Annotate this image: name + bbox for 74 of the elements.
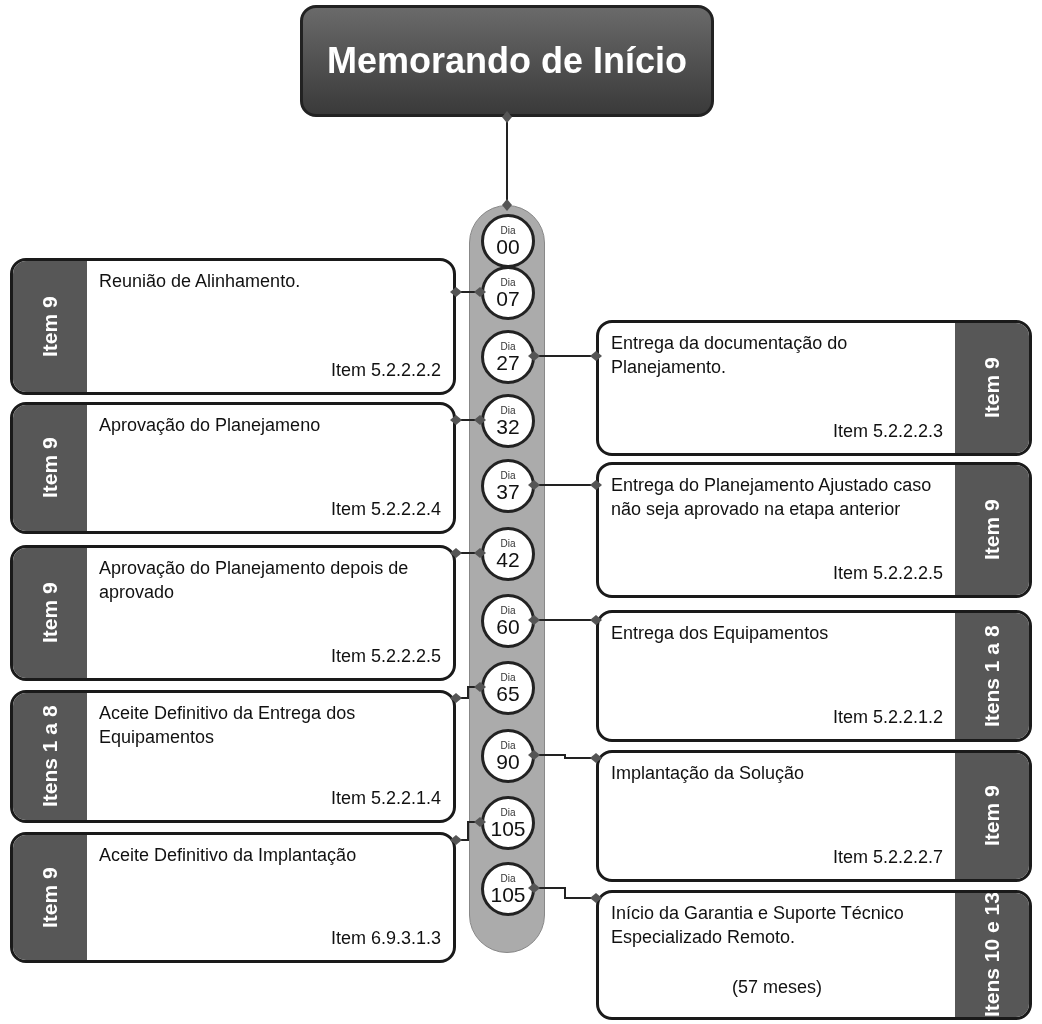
milestone-title: Aceite Definitivo da Implantação xyxy=(99,844,358,867)
day-label: Dia xyxy=(500,470,516,481)
day-label: Dia xyxy=(500,740,516,751)
connector-line xyxy=(528,615,602,625)
connector-line xyxy=(528,883,602,903)
day-number: 60 xyxy=(496,615,520,637)
day-number: 105 xyxy=(490,817,526,839)
milestone-card xyxy=(10,690,456,823)
item-tab: Item 9 xyxy=(955,465,1029,595)
item-reference: Item 5.2.2.2.2 xyxy=(330,359,441,382)
day-label: Dia xyxy=(500,405,516,416)
milestone-card xyxy=(596,320,1032,456)
connector-line xyxy=(528,480,602,490)
milestone-title: Entrega do Planejamento Ajustado caso não seja aprovado na etapa anterior xyxy=(611,474,933,522)
item-reference: Item 5.2.2.1.2 xyxy=(832,706,943,729)
connector-line xyxy=(450,415,486,425)
milestone-title: Início da Garantia e Suporte Técnico Especializado Remoto. xyxy=(611,902,905,950)
day-label: Dia xyxy=(500,807,516,818)
day-label: Dia xyxy=(500,225,516,236)
day-label: Dia xyxy=(500,672,516,683)
milestone-title: Aprovação do Planejameno xyxy=(99,414,322,437)
milestone-title: Implantação da Solução xyxy=(611,762,806,785)
milestone-title: Entrega dos Equipamentos xyxy=(611,622,830,645)
item-reference: Item 5.2.2.2.5 xyxy=(330,645,441,668)
item-tab: Item 9 xyxy=(13,548,87,678)
connector-line xyxy=(450,287,486,297)
day-label: Dia xyxy=(500,277,516,288)
item-reference: Item 5.2.2.2.4 xyxy=(330,498,441,521)
connector-line xyxy=(450,682,486,703)
milestone-card xyxy=(10,545,456,681)
milestone-card xyxy=(596,750,1032,882)
item-reference: Item 5.2.2.1.4 xyxy=(330,787,441,810)
day-number: 00 xyxy=(496,235,520,257)
milestone-title: Reunião de Alinhamento. xyxy=(99,270,302,293)
milestone-card xyxy=(10,832,456,963)
item-tab: Item 9 xyxy=(13,835,87,960)
day-number: 105 xyxy=(490,883,526,905)
item-reference: Item 5.2.2.2.7 xyxy=(832,846,943,869)
day-number: 27 xyxy=(496,351,520,373)
item-tab: Item 9 xyxy=(13,405,87,531)
title-box: Memorando de Início xyxy=(300,5,714,117)
milestone-title: Aceite Definitivo da Entrega dos Equipamentos xyxy=(99,702,357,750)
day-number: 42 xyxy=(496,548,520,570)
day-label: Dia xyxy=(500,341,516,352)
connector-line xyxy=(528,351,602,361)
day-number: 32 xyxy=(496,415,520,437)
day-number: 90 xyxy=(496,750,520,772)
milestone-card xyxy=(10,402,456,534)
item-tab: Itens 10 e 13 xyxy=(955,893,1029,1017)
day-label: Dia xyxy=(500,605,516,616)
connector-line xyxy=(502,111,512,211)
item-tab: Itens 1 a 8 xyxy=(955,613,1029,739)
item-tab: Itens 1 a 8 xyxy=(13,693,87,820)
item-reference: (57 meses) xyxy=(732,976,822,999)
day-number: 07 xyxy=(496,287,520,309)
day-label: Dia xyxy=(500,873,516,884)
connector-line xyxy=(528,750,602,763)
item-tab: Item 9 xyxy=(13,261,87,392)
item-tab: Item 9 xyxy=(955,753,1029,879)
connector-line xyxy=(450,817,486,845)
item-tab: Item 9 xyxy=(955,323,1029,453)
item-reference: Item 5.2.2.2.3 xyxy=(832,420,943,443)
connector-line xyxy=(450,548,486,558)
milestone-title: Aprovação do Planejamento depois de aprovado xyxy=(99,557,410,605)
milestone-card xyxy=(10,258,456,395)
item-reference: Item 6.9.3.1.3 xyxy=(330,927,441,950)
day-number: 37 xyxy=(496,480,520,502)
item-reference: Item 5.2.2.2.5 xyxy=(832,562,943,585)
milestone-card xyxy=(596,890,1032,1020)
day-label: Dia xyxy=(500,538,516,549)
milestone-card xyxy=(596,462,1032,598)
milestone-title: Entrega da documentação do Planejamento. xyxy=(611,332,849,380)
milestone-card xyxy=(596,610,1032,742)
day-number: 65 xyxy=(496,682,520,704)
